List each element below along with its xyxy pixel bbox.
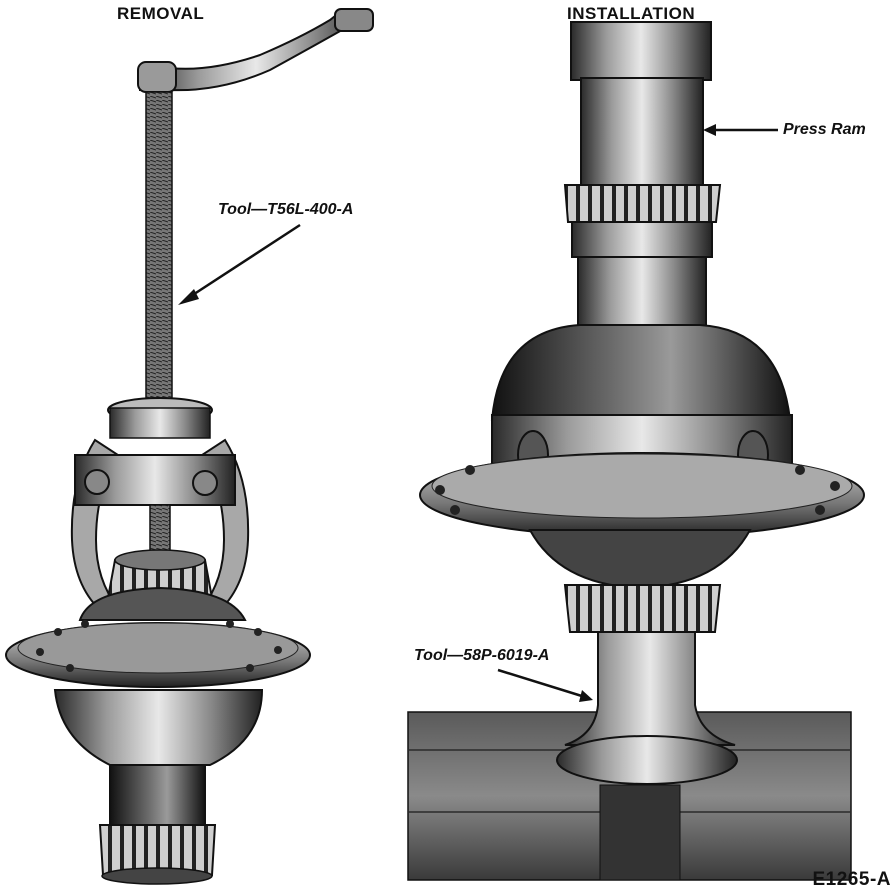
installation-heading: INSTALLATION (567, 4, 696, 23)
press-ram-arrow (703, 124, 778, 136)
figure-id: E1265-A (812, 869, 891, 890)
tool-t56l-arrow (178, 223, 301, 305)
tool-58p-arrow (497, 668, 593, 702)
removal-puller-drawing (5, 8, 374, 885)
installation-press-drawing (407, 21, 865, 881)
removal-heading: REMOVAL (117, 4, 205, 23)
press-ram-label: Press Ram (783, 121, 866, 138)
removal-tool-label: Tool—T56L-400-A (218, 201, 354, 218)
installation-tool-label: Tool—58P-6019-A (414, 647, 550, 664)
